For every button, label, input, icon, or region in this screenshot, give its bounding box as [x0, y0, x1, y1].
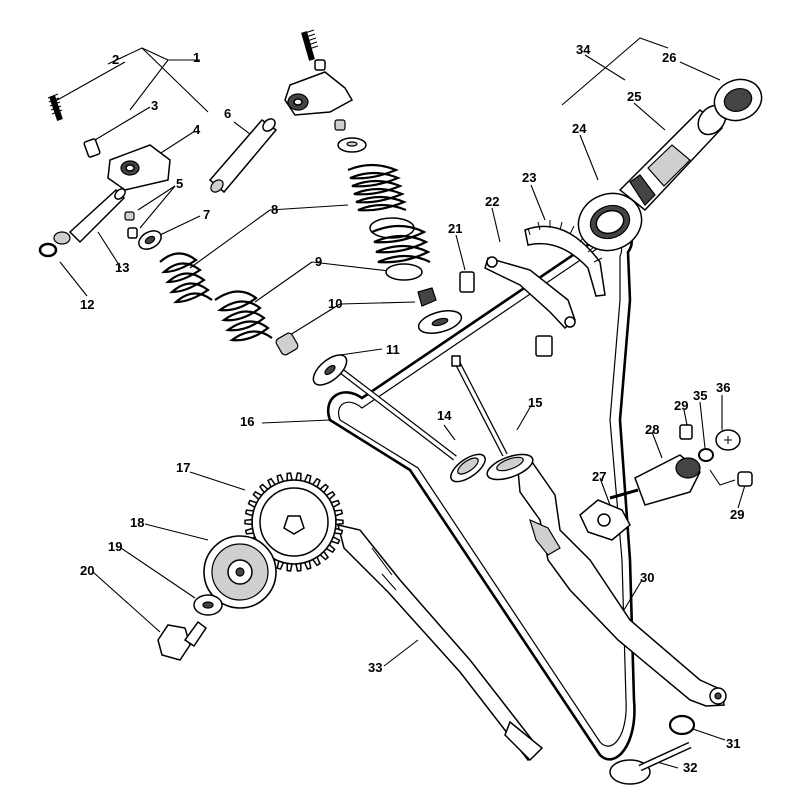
- callout-30: 30: [640, 570, 654, 585]
- valve-springs-lower: [159, 252, 348, 386]
- callout-33: 33: [368, 660, 382, 675]
- callout-9: 9: [315, 254, 322, 269]
- gear-tooth: [333, 509, 344, 517]
- callout-labels: 1 2 3 4 5 6 7 8 9 10 11 12 13 14 15 16 1…: [80, 42, 744, 775]
- callout-21: 21: [448, 221, 462, 236]
- callout-32: 32: [683, 760, 697, 775]
- leader-lines: [51, 37, 746, 769]
- callout-24: 24: [572, 121, 587, 136]
- gear-tooth: [303, 473, 312, 484]
- callout-1: 1: [193, 50, 200, 65]
- callout-26: 26: [662, 50, 676, 65]
- gear-tooth: [325, 543, 336, 554]
- gear-tooth: [276, 473, 285, 484]
- gear-tooth: [325, 490, 336, 501]
- callout-29-upper: 29: [674, 398, 688, 413]
- callout-18: 18: [130, 515, 144, 530]
- gear-tooth: [295, 562, 302, 572]
- chain-guide: [336, 523, 544, 762]
- gear-tooth: [286, 562, 293, 572]
- callout-16: 16: [240, 414, 254, 429]
- callout-25: 25: [627, 89, 641, 104]
- callout-31: 31: [726, 736, 740, 751]
- gear-tooth: [244, 518, 253, 526]
- callout-20: 20: [80, 563, 94, 578]
- tensioner-arm: [517, 461, 727, 707]
- callout-14: 14: [437, 408, 452, 423]
- intake-valve: [451, 355, 534, 481]
- callout-7: 7: [203, 207, 210, 222]
- callout-2: 2: [112, 52, 119, 67]
- chain-tensioner: [579, 424, 753, 541]
- pivot-bolt: [609, 714, 696, 785]
- gear-tooth: [244, 527, 255, 535]
- callout-11: 11: [386, 342, 400, 357]
- callout-27: 27: [592, 469, 606, 484]
- callout-3: 3: [151, 98, 158, 113]
- gear-tooth: [295, 472, 302, 482]
- gear-tooth: [247, 499, 258, 509]
- gear-tooth: [335, 518, 344, 526]
- gear-tooth: [311, 556, 321, 567]
- callout-6: 6: [224, 106, 231, 121]
- camshaft-assembly: [459, 78, 763, 357]
- gear-tooth: [303, 560, 312, 571]
- rocker-assembly-left: [38, 93, 171, 258]
- callout-5: 5: [176, 176, 183, 191]
- callout-15: 15: [528, 395, 542, 410]
- callout-29-lower: 29: [730, 507, 744, 522]
- callout-4: 4: [193, 122, 201, 137]
- callout-28: 28: [645, 422, 659, 437]
- callout-23: 23: [522, 170, 536, 185]
- gear-tooth: [319, 550, 330, 561]
- callout-12: 12: [80, 297, 94, 312]
- rocker-assembly-right: [208, 29, 367, 194]
- callout-35: 35: [693, 388, 707, 403]
- gear-tooth: [319, 483, 330, 494]
- callout-22: 22: [485, 194, 499, 209]
- callout-17: 17: [176, 460, 190, 475]
- timing-chain: [327, 228, 636, 761]
- gear-tooth: [330, 499, 341, 509]
- gear-tooth: [311, 477, 321, 488]
- callout-13: 13: [115, 260, 129, 275]
- callout-19: 19: [108, 539, 122, 554]
- callout-34: 34: [576, 42, 591, 57]
- gear-tooth: [252, 490, 263, 501]
- valve-springs-upper: [347, 163, 463, 334]
- gear-tooth: [258, 483, 269, 494]
- gear-tooth: [330, 535, 341, 545]
- gear-tooth: [333, 527, 344, 535]
- cam-gear-assembly: [157, 472, 344, 661]
- callout-36: 36: [716, 380, 730, 395]
- gear-tooth: [244, 509, 255, 517]
- gear-tooth: [267, 477, 277, 488]
- gear-tooth: [286, 472, 293, 482]
- exhaust-valve: [338, 367, 486, 483]
- callout-8: 8: [271, 202, 278, 217]
- gear-tooth: [276, 560, 285, 571]
- callout-10: 10: [328, 296, 342, 311]
